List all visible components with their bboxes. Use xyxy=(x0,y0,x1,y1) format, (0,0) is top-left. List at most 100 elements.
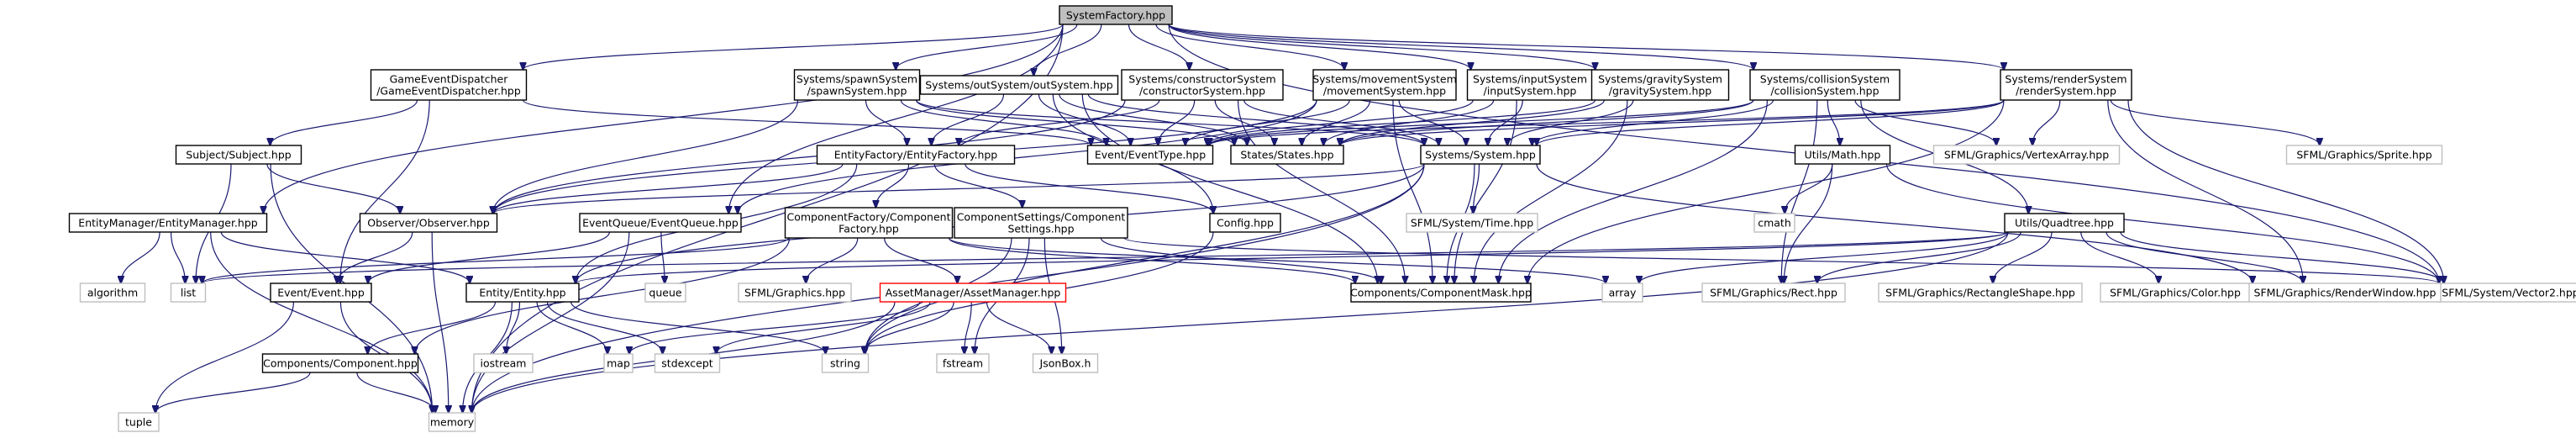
node-label: stdexcept xyxy=(661,357,712,370)
edge-gameeventdispatcher-to-eventtype xyxy=(522,99,1091,145)
edge-root-to-eventqueue xyxy=(728,24,1064,214)
node-box xyxy=(465,283,580,303)
node-box xyxy=(1932,145,2121,165)
edge-componentsettings-to-componentmask xyxy=(1100,237,1380,283)
edge-root-to-movementsystem xyxy=(1155,24,1344,70)
node-label: Utils/Quadtree.hpp xyxy=(2015,217,2114,230)
node-label: Systems/spawnSystem xyxy=(796,73,917,86)
node-box xyxy=(1466,69,1594,101)
edge-root-to-spawnsystem xyxy=(896,24,1078,70)
node-sfml-graphics-rectangleshape-hpp: SFML/Graphics/RectangleShape.hpp xyxy=(1878,283,2083,303)
node-subject-subject-hpp[interactable]: Subject/Subject.hpp xyxy=(175,145,302,165)
edge-utilsmath-to-cmath xyxy=(1785,163,1833,214)
node-utils-math-hpp[interactable]: Utils/Math.hpp xyxy=(1794,145,1891,165)
node-entitymanager-entitymanager-hpp[interactable]: EntityManager/EntityManager.hpp xyxy=(68,213,268,233)
node-stdexcept: stdexcept xyxy=(654,353,721,373)
node-config-hpp[interactable]: Config.hpp xyxy=(1209,213,1281,233)
node-jsonbox-h: JsonBox.h xyxy=(1032,353,1099,373)
node-components-component-hpp[interactable]: Components/Component.hpp xyxy=(261,353,419,373)
node-box xyxy=(644,283,686,303)
node-systems-constructorsystem-constructorsystem-hpp[interactable]: Systems/constructorSystem/constructorSys… xyxy=(1121,69,1284,101)
edge-outsystem-to-componentmask xyxy=(1081,93,1377,283)
node-systemfactory-hpp[interactable]: SystemFactory.hpp xyxy=(1059,5,1173,25)
edge-collisionsystem-to-rect xyxy=(1781,99,1818,283)
edge-componentfactory-to-sfmlgraphics xyxy=(806,237,859,283)
node-label: map xyxy=(607,357,630,370)
node-sfml-graphics-sprite-hpp: SFML/Graphics/Sprite.hpp xyxy=(2285,145,2443,165)
edge-movementsystem-to-system xyxy=(1398,99,1466,145)
node-utils-quadtree-hpp[interactable]: Utils/Quadtree.hpp xyxy=(2004,213,2125,233)
node-tuple: tuple xyxy=(118,412,160,432)
node-entity-entity-hpp[interactable]: Entity/Entity.hpp xyxy=(465,283,580,303)
node-label: Systems/System.hpp xyxy=(1425,149,1536,161)
edge-movementsystem-to-eventtype xyxy=(1185,99,1350,145)
node-cmath: cmath xyxy=(1753,213,1795,233)
node-label: Systems/outSystem/outSystem.hpp xyxy=(925,79,1113,92)
node-label: Systems/gravitySystem xyxy=(1598,73,1722,86)
node-label: EventQueue/EventQueue.hpp xyxy=(582,217,739,230)
node-observer-observer-hpp[interactable]: Observer/Observer.hpp xyxy=(359,213,498,233)
edge-spawnsystem-to-observer xyxy=(493,99,799,214)
node-systems-spawnsystem-spawnsystem-hpp[interactable]: Systems/spawnSystem/spawnSystem.hpp xyxy=(793,69,921,101)
node-label: SFML/Graphics/RenderWindow.hpp xyxy=(2254,287,2437,299)
node-label: SFML/Graphics/VertexArray.hpp xyxy=(1944,149,2109,161)
node-systems-collisionsystem-collisionsystem-hpp[interactable]: Systems/collisionSystem/collisionSystem.… xyxy=(1749,69,1900,101)
node-label: States/States.hpp xyxy=(1240,149,1333,161)
edge-collisionsystem-to-system xyxy=(1532,99,1774,145)
node-systems-rendersystem-rendersystem-hpp[interactable]: Systems/renderSystem/renderSystem.hpp xyxy=(2000,69,2132,101)
edge-rendersystem-to-renderwindow xyxy=(2107,99,2303,283)
node-label: ComponentFactory/Component xyxy=(786,211,950,224)
node-box xyxy=(2285,145,2443,165)
edge-entityfactory-to-componentsettings xyxy=(933,163,1022,208)
edge-collisionsystem-to-states xyxy=(1340,99,1754,145)
node-componentsettings-component-settings-hpp[interactable]: ComponentSettings/ComponentSettings.hpp xyxy=(954,207,1128,239)
edge-entity-to-iostream xyxy=(507,301,521,354)
node-label: Components/Component.hpp xyxy=(263,357,418,370)
node-label: fstream xyxy=(943,357,983,370)
node-label: Factory.hpp xyxy=(839,223,899,235)
node-assetmanager-assetmanager-hpp[interactable]: AssetManager/AssetManager.hpp xyxy=(879,283,1067,303)
node-sfml-graphics-hpp: SFML/Graphics.hpp xyxy=(738,283,852,303)
node-componentfactory-component-factory-hpp[interactable]: ComponentFactory/ComponentFactory.hpp xyxy=(784,207,954,239)
node-box xyxy=(1794,145,1891,165)
node-label: string xyxy=(830,357,860,370)
edge-quadtree-to-renderwindow xyxy=(2105,231,2303,283)
node-event-eventtype-hpp[interactable]: Event/EventType.hpp xyxy=(1086,145,1214,165)
edge-utilsmath-to-rect xyxy=(1784,163,1833,283)
node-label: /renderSystem.hpp xyxy=(2016,85,2116,98)
node-box xyxy=(1749,69,1900,101)
node-event-event-hpp[interactable]: Event/Event.hpp xyxy=(270,283,372,303)
node-systems-movementsystem-movementsystem-hpp[interactable]: Systems/movementSystem/movementSystem.hp… xyxy=(1312,69,1457,101)
node-states-states-hpp[interactable]: States/States.hpp xyxy=(1230,145,1344,165)
node-systems-inputsystem-inputsystem-hpp[interactable]: Systems/inputSystem/inputSystem.hpp xyxy=(1466,69,1594,101)
node-label: Event/Event.hpp xyxy=(277,287,365,299)
node-eventqueue-eventqueue-hpp[interactable]: EventQueue/EventQueue.hpp xyxy=(579,213,742,233)
node-entityfactory-entityfactory-hpp[interactable]: EntityFactory/EntityFactory.hpp xyxy=(816,145,1016,165)
node-queue: queue xyxy=(644,283,686,303)
edge-subject-to-observer xyxy=(266,163,400,214)
node-label: SFML/Graphics/Color.hpp xyxy=(2110,287,2241,299)
node-label: /movementSystem.hpp xyxy=(1323,85,1446,98)
edge-entityfactory-to-config xyxy=(965,163,1213,214)
edge-rendersystem-to-eventtype xyxy=(1210,99,2005,145)
node-components-componentmask-hpp[interactable]: Components/ComponentMask.hpp xyxy=(1350,283,1532,303)
node-label: Event/EventType.hpp xyxy=(1095,149,1206,161)
node-box xyxy=(428,412,476,432)
edge-constructorsystem-to-observer xyxy=(494,99,1126,214)
edge-entitymanager-to-entity xyxy=(220,231,470,283)
edge-components-to-tuple xyxy=(155,372,311,413)
node-systems-outsystem-outsystem-hpp[interactable]: Systems/outSystem/outSystem.hpp xyxy=(919,75,1119,95)
edge-assetmanager-to-fstream xyxy=(965,301,972,354)
edge-entity-to-map xyxy=(536,301,607,354)
node-systems-system-hpp[interactable]: Systems/System.hpp xyxy=(1420,145,1541,165)
node-label: GameEventDispatcher xyxy=(390,73,509,86)
node-label: Config.hpp xyxy=(1217,217,1274,230)
edge-root-to-entitymanager xyxy=(264,24,1064,214)
node-box xyxy=(1086,145,1214,165)
node-gameeventdispatcher-gameeventdispatcher-hpp[interactable]: GameEventDispatcher/GameEventDispatcher.… xyxy=(370,69,528,101)
edge-collisionsystem-to-eventtype xyxy=(1210,99,1754,145)
node-systems-gravitysystem-gravitysystem-hpp[interactable]: Systems/gravitySystem/gravitySystem.hpp xyxy=(1590,69,1730,101)
edge-entity-to-components xyxy=(368,301,497,354)
node-box xyxy=(175,145,302,165)
